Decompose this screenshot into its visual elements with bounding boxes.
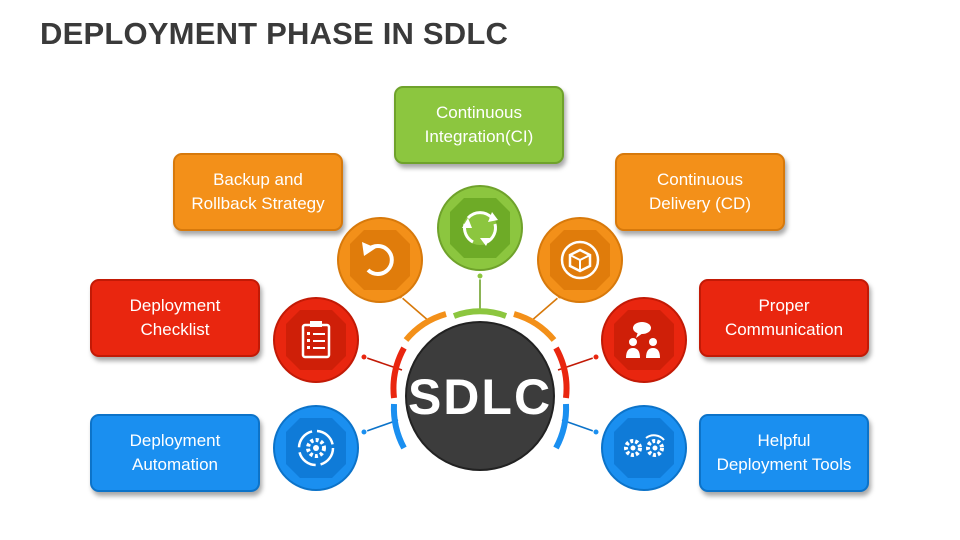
item-label: Helpful Deployment Tools	[716, 431, 852, 474]
item-label: Continuous Delivery (CD)	[649, 170, 751, 213]
item-box-continuous-delivery: Continuous Delivery (CD)	[615, 153, 785, 231]
item-box-deployment-automation: Deployment Automation	[90, 414, 260, 492]
item-label: Proper Communication	[724, 296, 844, 339]
item-label: Continuous Integration(CI)	[424, 103, 534, 146]
gear-cycle-icon	[273, 405, 359, 491]
item-box-helpful-deployment-tools: Helpful Deployment Tools	[699, 414, 869, 492]
item-box-proper-communication: Proper Communication	[699, 279, 869, 357]
item-label: Deployment Automation	[129, 431, 221, 474]
center-label: SDLC	[408, 369, 552, 425]
item-label: Deployment Checklist	[129, 296, 221, 339]
delivery-box-cycle-icon	[537, 217, 623, 303]
item-box-continuous-integration: Continuous Integration(CI)	[394, 86, 564, 164]
undo-arrow-icon	[337, 217, 423, 303]
item-box-backup-rollback: Backup and Rollback Strategy	[173, 153, 343, 231]
sdlc-center-circle: SDLC	[405, 321, 555, 471]
refresh-cycle-icon	[437, 185, 523, 271]
gears-icon	[601, 405, 687, 491]
page-title: DEPLOYMENT PHASE IN SDLC	[40, 16, 509, 51]
people-chat-icon	[601, 297, 687, 383]
item-label: Backup and Rollback Strategy	[191, 170, 325, 213]
clipboard-checklist-icon	[273, 297, 359, 383]
item-box-deployment-checklist: Deployment Checklist	[90, 279, 260, 357]
